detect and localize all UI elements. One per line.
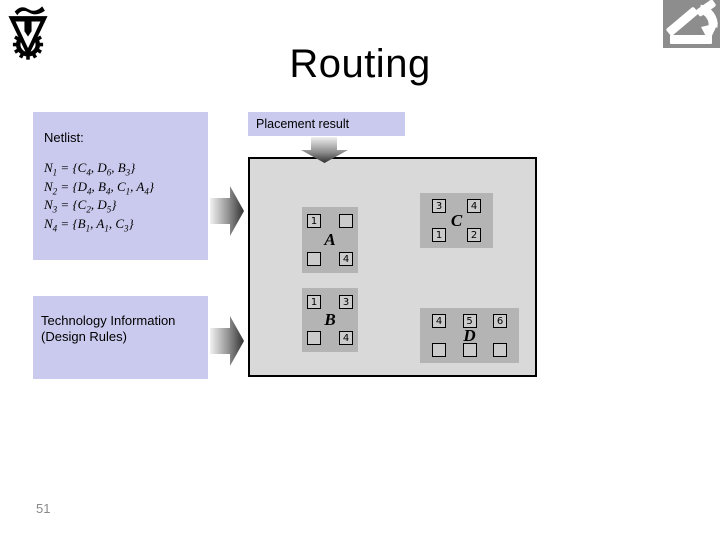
pin-unlabeled — [307, 331, 321, 345]
pin-row-bottom: 4 — [307, 252, 353, 266]
pin-c4: 4 — [467, 199, 481, 213]
pin-row-bottom: 4 — [307, 331, 353, 345]
pin-d5: 5 — [462, 314, 477, 328]
netlist-panel: Netlist: N1 = {C4, D6, B3}N2 = {D4, B4, … — [33, 112, 208, 260]
pin-a4: 4 — [339, 252, 353, 266]
page-title: Routing — [289, 42, 431, 86]
pin-c2: 2 — [467, 228, 481, 242]
pin-d4: 4 — [432, 314, 446, 328]
technion-logo-icon — [4, 3, 52, 63]
pin-unlabeled — [432, 343, 446, 357]
pin-unlabeled — [462, 343, 477, 357]
placement-result-label: Placement result — [248, 112, 405, 136]
technology-panel: Technology Information (Design Rules) — [33, 296, 208, 379]
block-arrow-right-icon — [210, 184, 245, 243]
course-logo — [663, 0, 720, 53]
net-equation: N3 = {C2, D5} — [44, 197, 117, 215]
netlist-equations: N1 = {C4, D6, B3}N2 = {D4, B4, C1, A4}N3… — [44, 161, 198, 235]
pin-b3: 3 — [339, 295, 353, 309]
technology-panel-line2: (Design Rules) — [41, 329, 127, 344]
course-logo-icon — [663, 0, 720, 48]
pin-c3: 3 — [432, 199, 446, 213]
block-arrow-right-icon — [210, 314, 245, 373]
cell-label-D: D — [463, 325, 476, 345]
net-equation: N2 = {D4, B4, C1, A4} — [44, 178, 155, 197]
page-number: 51 — [36, 501, 51, 516]
pin-b4: 4 — [339, 331, 353, 345]
pin-a1: 1 — [307, 214, 321, 228]
pin-b1: 1 — [307, 295, 321, 309]
technology-panel-line1: Technology Information — [41, 313, 176, 328]
netlist-heading: Netlist: — [44, 130, 84, 145]
pin-unlabeled — [307, 252, 321, 266]
cell-label-A: A — [324, 230, 336, 249]
net-equation: N1 = {C4, D6, B3} — [44, 160, 136, 178]
pin-row-top: 1 — [307, 214, 353, 228]
pin-row-top: 4 5 6 — [432, 314, 507, 328]
pin-unlabeled — [493, 343, 507, 357]
pin-row-bottom — [432, 343, 507, 357]
cell-label-B: B — [324, 310, 336, 329]
pin-d6: 6 — [493, 314, 507, 328]
block-arrow-down-icon — [301, 137, 348, 168]
placement-result-text: Placement result — [256, 117, 350, 131]
pin-unlabeled — [339, 214, 353, 228]
net-equation: N4 = {B1, A1, C3} — [44, 215, 134, 234]
technion-logo — [4, 2, 52, 69]
pin-c1: 1 — [432, 228, 446, 242]
cell-label-C: C — [450, 210, 463, 230]
